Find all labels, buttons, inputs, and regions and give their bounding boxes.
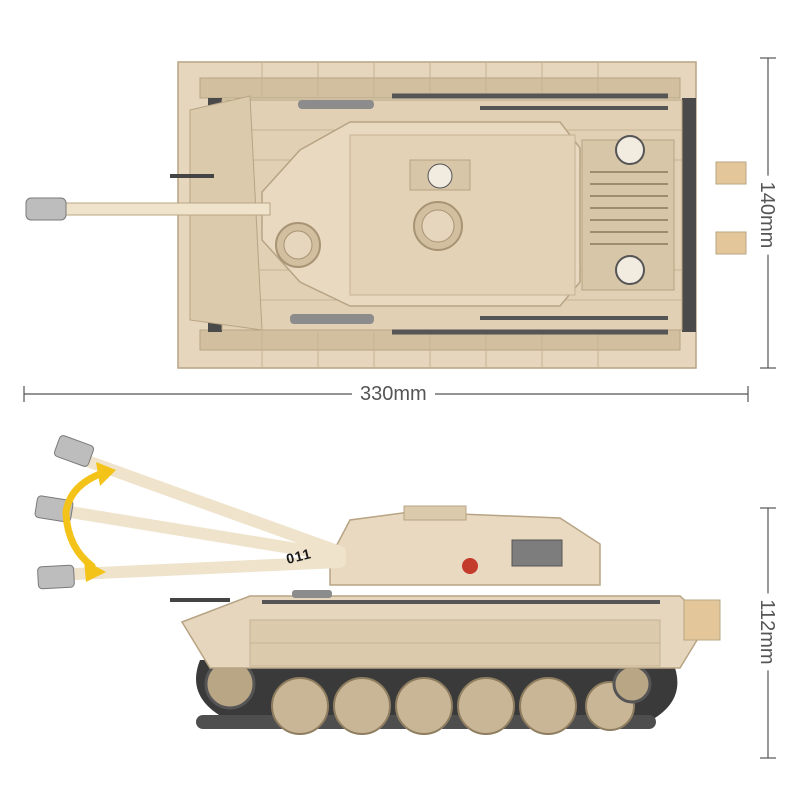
barrel-level [64, 506, 346, 562]
fuel-cap-lower [615, 255, 645, 285]
muzzle-high [53, 435, 95, 467]
muzzle-brake [25, 197, 67, 221]
length-label: 330mm [352, 383, 435, 405]
road-wheel [271, 677, 329, 735]
periscope-dial [427, 163, 453, 189]
barrel-low [70, 556, 346, 580]
road-wheel [457, 677, 515, 735]
main-gun-barrel [49, 202, 271, 216]
side-view [34, 435, 721, 735]
right-track-shadow [682, 98, 696, 332]
engine-grille [590, 171, 668, 245]
height-label: 112mm [756, 593, 778, 671]
exhaust-lower [715, 231, 747, 255]
arrow-head-up-icon [96, 462, 116, 486]
loader-hatch-inner [283, 230, 313, 260]
barrel-high [84, 456, 346, 558]
exhaust-upper [715, 161, 747, 185]
road-wheel [333, 677, 391, 735]
turret-roof [349, 134, 576, 296]
fuel-cap-upper [615, 135, 645, 165]
side-shovel [292, 590, 332, 598]
idler-wheel [612, 664, 652, 704]
shovel-upper [298, 100, 374, 109]
shovel-lower [290, 314, 374, 324]
width-label: 140mm [756, 175, 778, 255]
gun-elevations [34, 435, 346, 590]
side-exhaust [683, 599, 721, 641]
cupola-side [403, 505, 467, 521]
muzzle-low [37, 564, 75, 590]
top-view [25, 61, 747, 369]
unit-emblem-icon [462, 558, 478, 574]
road-wheel [519, 677, 577, 735]
road-wheels [271, 677, 635, 735]
commander-hatch-inner [421, 209, 455, 243]
turret-side [329, 511, 601, 586]
arrow-head-down-icon [84, 560, 106, 582]
road-wheel [395, 677, 453, 735]
storage-box [511, 539, 563, 567]
